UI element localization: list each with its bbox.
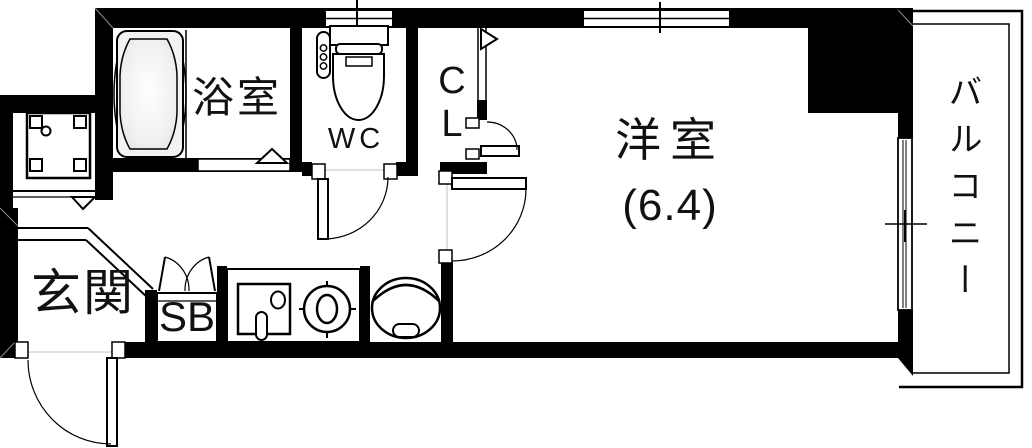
bathtub (113, 30, 187, 158)
entrance-step-lines (13, 227, 154, 299)
shoe-box-label: SB (158, 293, 216, 340)
alcove-edge (13, 190, 103, 211)
kitchen-sink (236, 282, 292, 341)
room-door (438, 170, 527, 264)
closet-door (465, 27, 520, 160)
balcony-railing (899, 9, 1024, 389)
closet-label: CL (431, 60, 473, 146)
wc-door (311, 163, 398, 240)
opening-triangle-alcove (69, 196, 98, 211)
stove-burner (299, 281, 356, 338)
window-balcony (885, 137, 927, 311)
shoe-box-cabinet (156, 256, 218, 343)
opening-triangle-bathroom (254, 147, 290, 164)
toilet-control-panel (316, 31, 331, 79)
toilet (316, 25, 389, 121)
bathroom-label: 浴室 (192, 74, 283, 121)
window-top-room (582, 2, 731, 33)
entrance-door (14, 341, 126, 447)
balcony-label: バルコニー (943, 74, 981, 309)
toilet-label: WC (327, 123, 385, 155)
opening-triangle-closet (480, 27, 499, 51)
kitchen-counter (226, 268, 361, 343)
washing-machine (370, 276, 442, 340)
western-room-label: 洋室 (615, 114, 725, 166)
bathroom-door (197, 147, 291, 172)
meter-box (25, 111, 92, 180)
entrance-label: 玄関 (31, 265, 135, 321)
western-room-size: (6.4) (622, 181, 718, 230)
wall-chamfer-lines (0, 7, 914, 359)
